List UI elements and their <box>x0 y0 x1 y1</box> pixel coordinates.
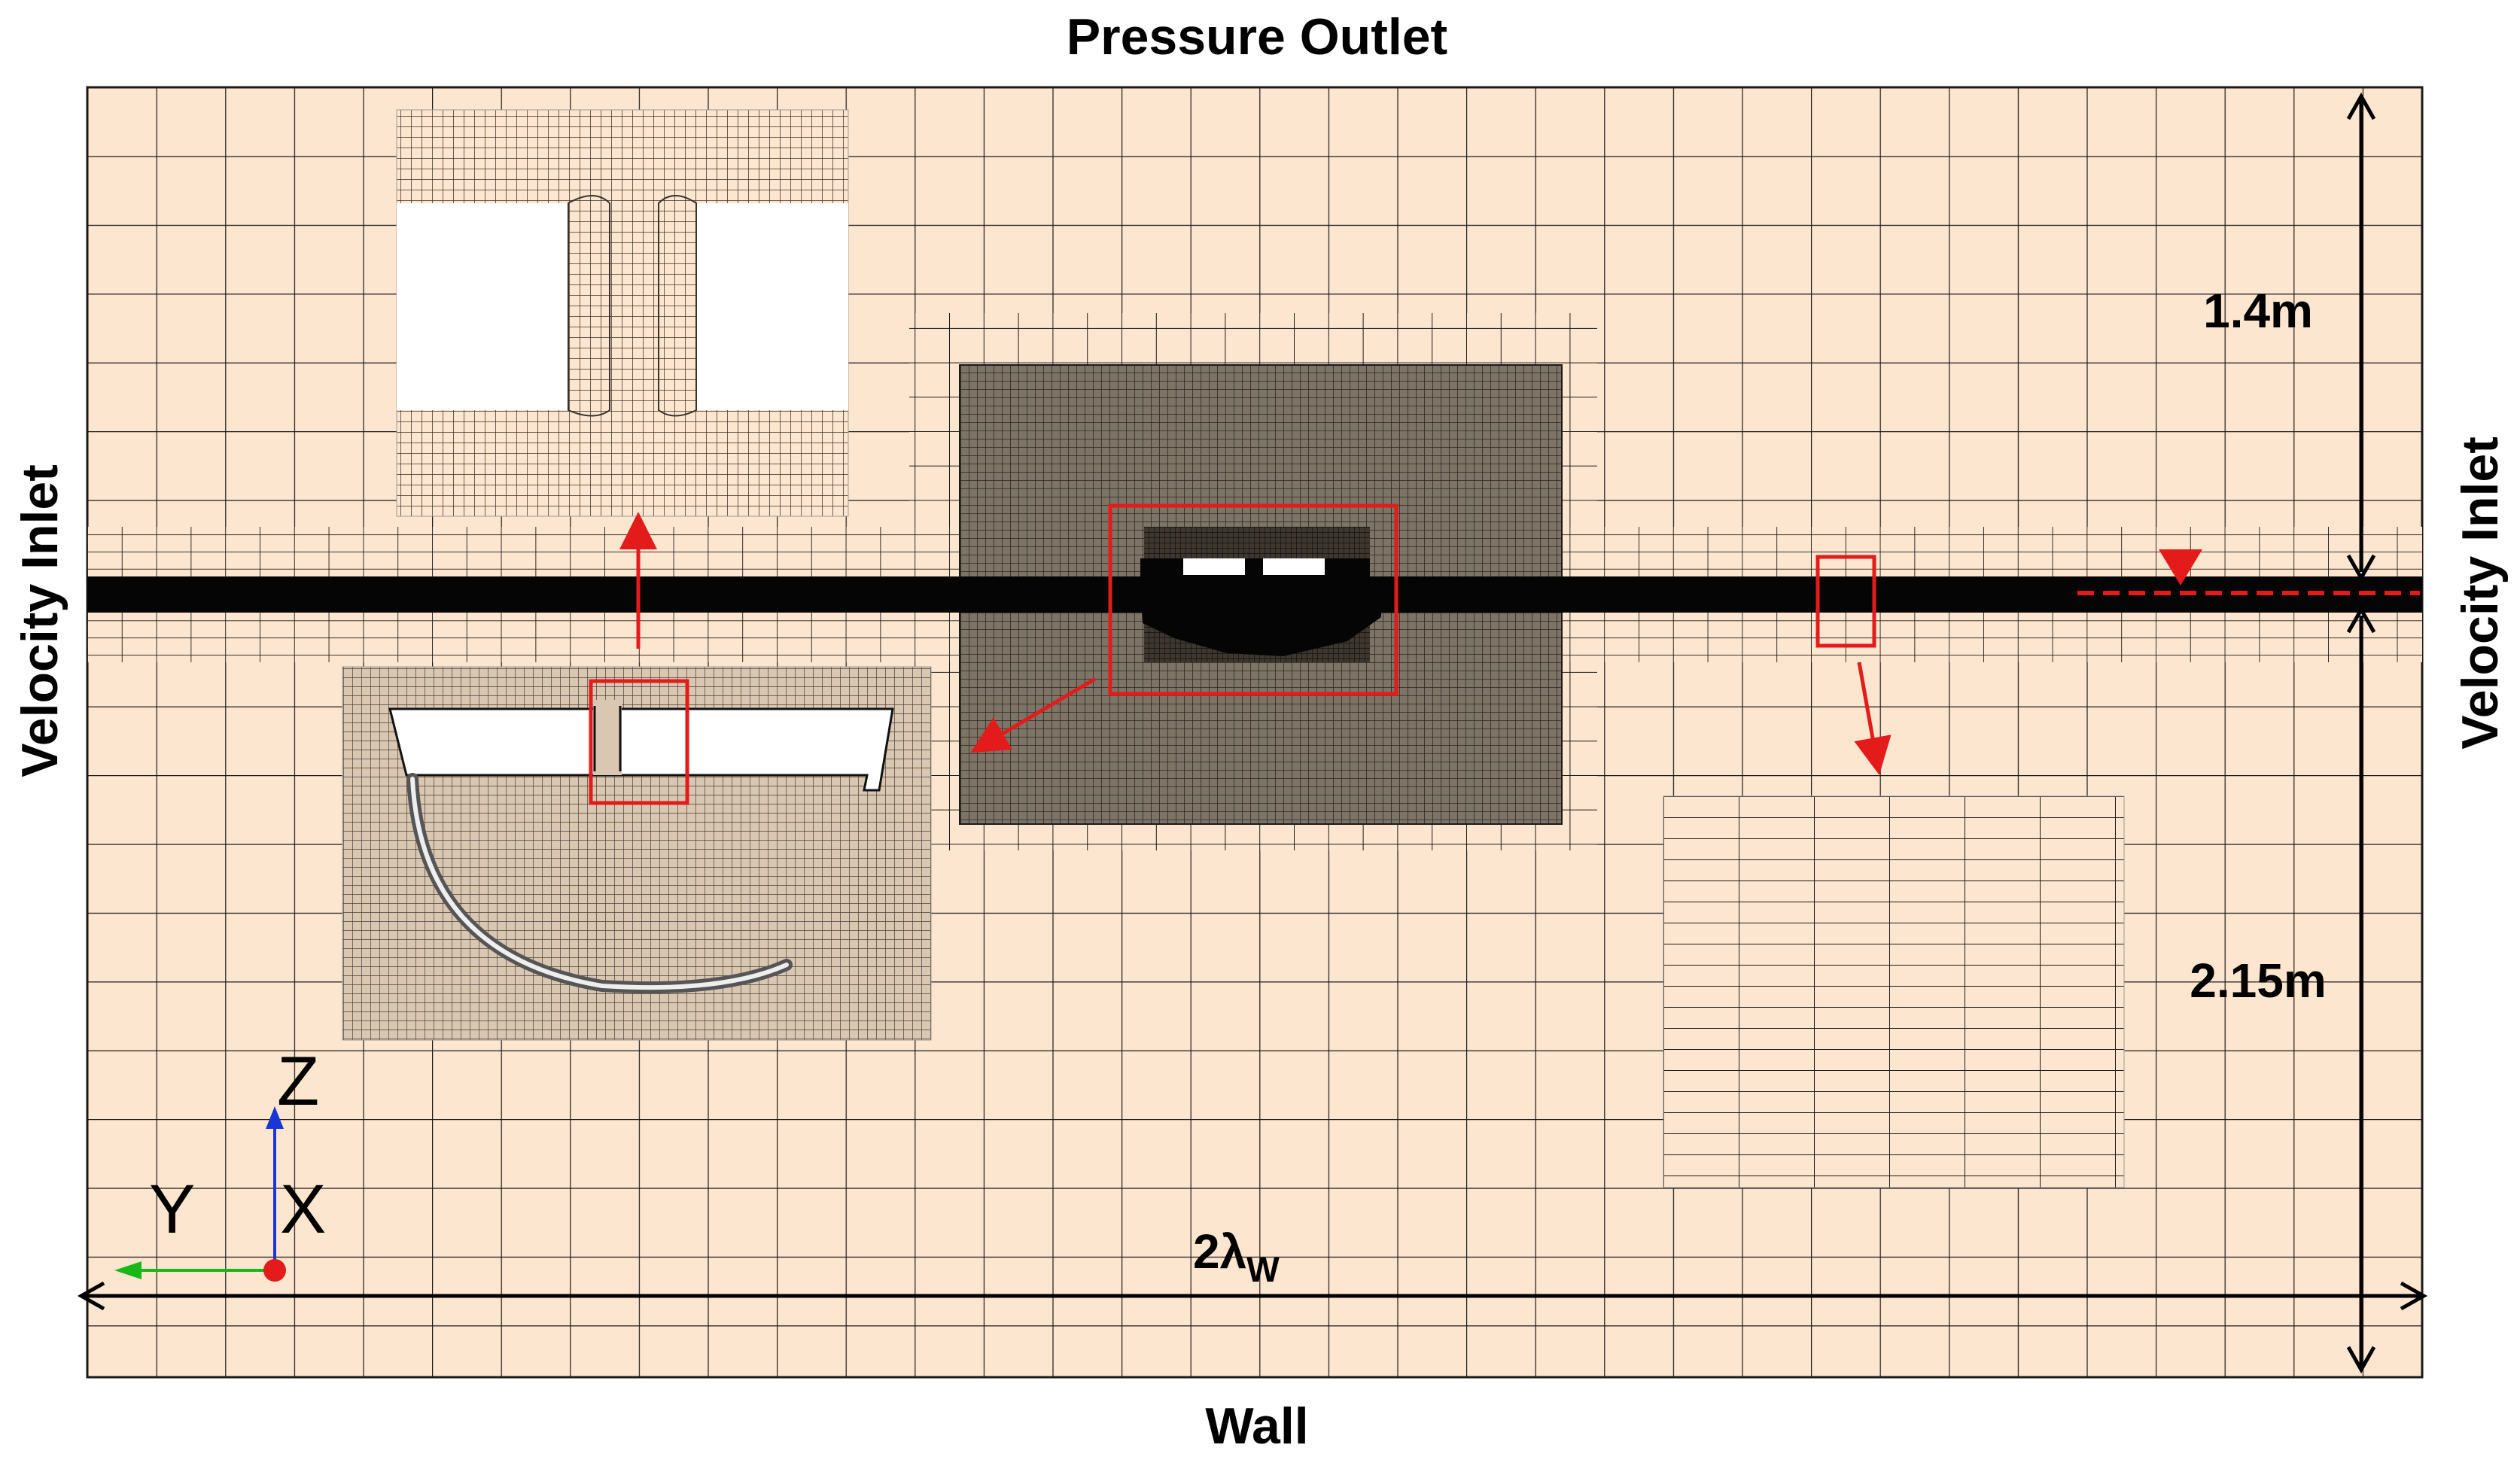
top-boundary-label: Pressure Outlet <box>1067 8 1447 65</box>
length-dimension <box>77 1281 2428 1311</box>
height-dimension <box>2346 92 2376 1374</box>
arrow-to-surface-inset <box>1854 662 1892 775</box>
highlight-box-body <box>1108 503 1398 696</box>
deck-opening-left <box>1183 558 1245 575</box>
x-axis-dot <box>263 1259 286 1282</box>
y-axis-label: Y <box>149 1171 195 1248</box>
lower-height-label: 2.15m <box>2190 954 2326 1008</box>
inset-highlight-gap <box>589 679 689 805</box>
right-boundary-label: Velocity Inlet <box>2452 436 2509 750</box>
inset-hull-section <box>342 666 932 1041</box>
hull-body <box>1140 558 1381 656</box>
axis-triad <box>114 1106 286 1282</box>
length-label: 2λW <box>1193 1224 1280 1289</box>
deck-opening-right <box>1263 558 1325 575</box>
inset-gap-detail <box>396 109 849 517</box>
bottom-boundary-label: Wall <box>1205 1398 1308 1455</box>
upper-height-label: 1.4m <box>2203 284 2313 338</box>
highlight-box-surface <box>1815 555 1876 648</box>
length-sub: W <box>1246 1250 1280 1289</box>
inset-surface-detail <box>1663 795 2125 1188</box>
left-boundary-label: Velocity Inlet <box>11 464 68 777</box>
z-axis-label: Z <box>277 1043 319 1120</box>
water-level-marker <box>2159 549 2202 585</box>
arrow-to-hull-inset <box>970 677 1097 753</box>
x-axis-label: X <box>280 1171 326 1248</box>
length-main: 2λ <box>1193 1224 1246 1279</box>
